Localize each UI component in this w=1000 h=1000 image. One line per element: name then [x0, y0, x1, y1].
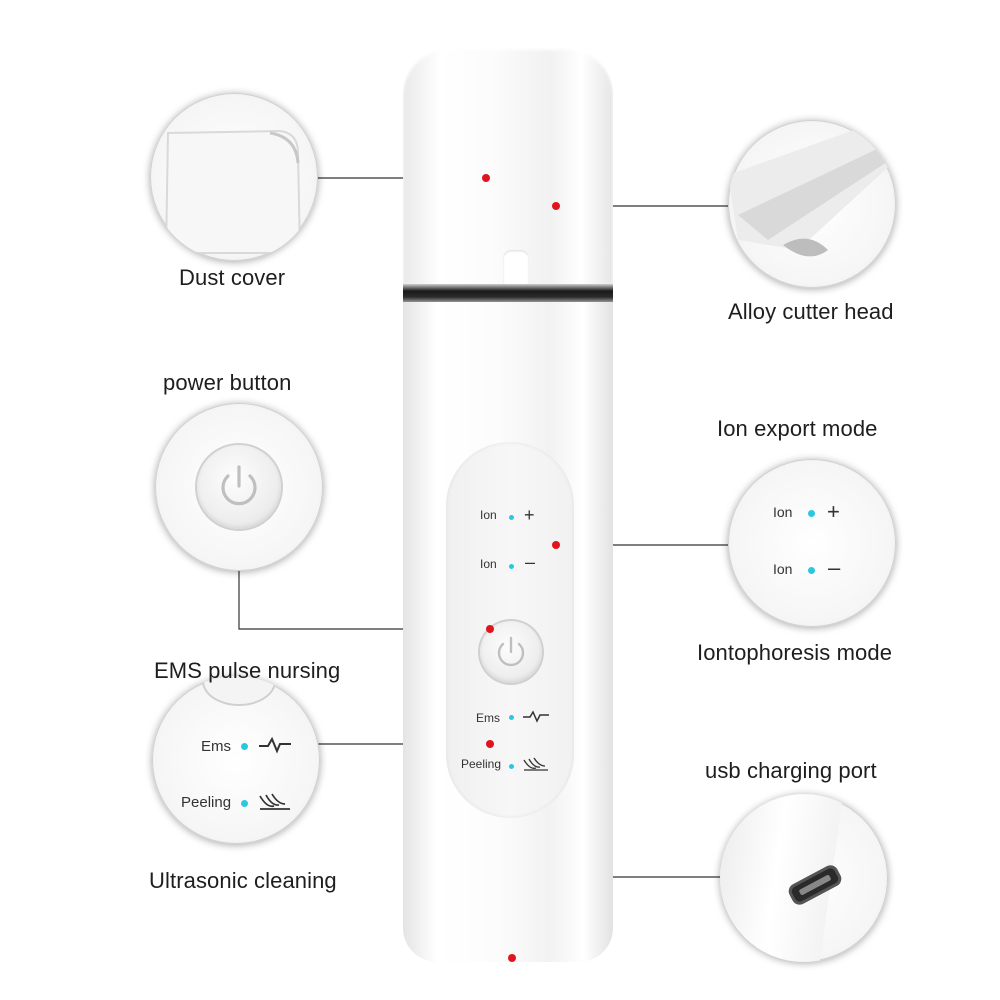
ion-minus-symbol-zoomed: – — [828, 555, 841, 580]
label-iontophoresis-mode: Iontophoresis mode — [697, 640, 893, 665]
ion-plus-symbol-zoomed: + — [827, 499, 840, 524]
callout-dot-dust-cover — [482, 174, 490, 182]
label-usb-charging-port: usb charging port — [705, 758, 877, 783]
ultrasonic-wave-icon-zoomed — [259, 793, 290, 810]
label-power-button: power button — [163, 370, 292, 395]
power-icon-large — [221, 465, 257, 506]
power-button-zoomed — [197, 445, 281, 529]
peeling-indicator — [509, 764, 514, 769]
ems-label: Ems — [476, 711, 500, 725]
label-alloy-cutter-head: Alloy cutter head — [728, 299, 894, 324]
ems-indicator-zoomed — [241, 743, 248, 750]
peeling-label: Peeling — [461, 757, 502, 771]
ion-plus-indicator-zoomed — [808, 510, 815, 517]
power-button-detail — [155, 403, 323, 571]
dust-cover-detail — [150, 93, 318, 261]
pulse-wave-icon-zoomed — [259, 736, 291, 754]
ems-label-zoomed: Ems — [201, 738, 231, 755]
callout-dot-ems — [486, 740, 494, 748]
ems-peeling-detail: Ems Peeling — [152, 676, 320, 844]
ion-minus-label: Ion — [480, 557, 497, 571]
label-ultrasonic-cleaning: Ultrasonic cleaning — [149, 868, 337, 893]
power-icon — [497, 636, 525, 667]
peeling-label-zoomed: Peeling — [181, 794, 232, 811]
cutter-head-detail — [728, 120, 896, 288]
label-dust-cover: Dust cover — [179, 265, 286, 290]
ultrasonic-wave-icon — [523, 757, 548, 771]
chrome-ring — [403, 284, 613, 304]
ion-plus-symbol: + — [524, 505, 535, 525]
ion-minus-indicator — [509, 564, 514, 569]
callout-dot-usb — [508, 954, 516, 962]
ems-indicator — [509, 715, 514, 720]
label-ems-pulse-nursing: EMS pulse nursing — [154, 658, 341, 683]
ion-plus-label: Ion — [480, 508, 497, 522]
callout-dot-power — [486, 625, 494, 633]
usb-port-detail — [720, 794, 888, 962]
ion-plus-indicator — [509, 515, 514, 520]
ion-minus-label-zoomed: Ion — [773, 561, 793, 577]
ion-plus-label-zoomed: Ion — [773, 504, 793, 520]
pulse-wave-icon — [523, 710, 549, 723]
ion-minus-indicator-zoomed — [808, 567, 815, 574]
peeling-indicator-zoomed — [241, 800, 248, 807]
callout-dot-cutter-head — [552, 202, 560, 210]
ion-minus-symbol: – — [525, 552, 536, 572]
device-dust-cover — [403, 48, 613, 288]
ion-mode-detail: Ion + Ion – — [728, 459, 896, 627]
callout-dot-ion — [552, 541, 560, 549]
cover-slot — [503, 250, 529, 290]
label-ion-export-mode: Ion export mode — [717, 416, 878, 441]
